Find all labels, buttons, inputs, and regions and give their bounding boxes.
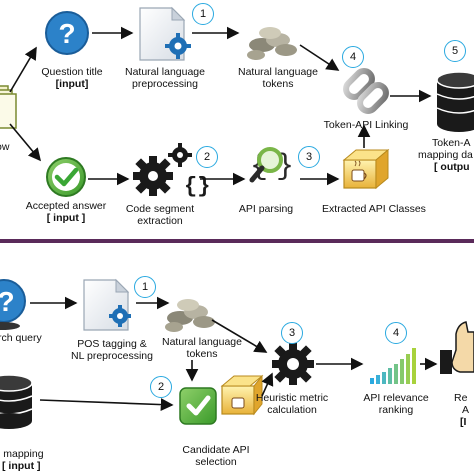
question-icon: ?: [45, 11, 89, 55]
document-gear-icon-bottom: [83, 278, 131, 331]
step-3-badge: 3: [298, 146, 320, 168]
accepted-answer-label: Accepted answer [ input ]: [25, 200, 107, 224]
svg-text:?: ?: [58, 18, 75, 49]
candidate-api-icon: [179, 374, 264, 425]
check-icon: [46, 157, 86, 197]
heuristic-label: Heuristic metric calculation: [255, 392, 329, 416]
tokens-pebbles-icon: [247, 27, 297, 60]
pos-tagging-label: POS tagging & NL preprocessing: [71, 338, 153, 362]
ranking-bars-icon: [370, 348, 416, 384]
chain-link-icon: [343, 68, 389, 114]
step-1-badge-bottom: 1: [134, 276, 156, 298]
step-4-badge-bottom: 4: [385, 322, 407, 344]
nl-tokens-label-bottom: Natural language tokens: [162, 336, 242, 360]
top-connectors: [9, 26, 432, 186]
nl-preprocessing-label: Natural language preprocessing: [125, 66, 205, 90]
api-mapping-label: l mapping [ input ]: [0, 448, 44, 472]
token-api-linking-label: Token-API Linking: [323, 119, 409, 131]
step-3-badge-bottom: 3: [281, 322, 303, 344]
database-icon: [436, 71, 474, 132]
source-docs-icon: [0, 85, 17, 129]
thumbs-up-icon: [440, 321, 474, 374]
heuristic-gears-icon: [272, 343, 314, 385]
source-label: ow: [0, 141, 10, 153]
document-gear-icon: [139, 6, 191, 61]
api-relevance-label: API relevance ranking: [363, 392, 429, 416]
svg-text:{}: {}: [184, 174, 210, 199]
step-2-badge: 2: [196, 146, 218, 168]
step-2-badge-bottom: 2: [150, 376, 172, 398]
step-5-badge: 5: [444, 40, 466, 62]
step-1-badge: 1: [192, 3, 214, 25]
recommend-label: Re A [I: [454, 392, 470, 428]
code-gears-icon: {}: [133, 143, 210, 199]
nl-tokens-label: Natural language tokens: [238, 66, 318, 90]
tokens-pebbles-icon-bottom: [165, 299, 215, 332]
code-segment-label: Code segment extraction: [125, 203, 195, 227]
mapping-db-label: Token-A mapping da [ outpu: [418, 137, 473, 173]
bottom-connectors: [30, 296, 438, 411]
api-parsing-label: API parsing: [238, 203, 294, 215]
candidate-api-label: Candidate API selection: [182, 444, 250, 468]
search-query-icon: ?: [0, 279, 26, 330]
step-4-badge: 4: [342, 46, 364, 68]
question-title-label: Question title [input]: [41, 66, 103, 90]
api-mapping-db-icon: [0, 374, 33, 429]
svg-text:?: ?: [0, 286, 15, 317]
api-classes-box-icon: [342, 148, 390, 190]
search-query-label: rch query: [0, 332, 42, 344]
api-parsing-icon: { }: [249, 147, 294, 184]
extracted-api-classes-label: Extracted API Classes: [322, 203, 426, 215]
